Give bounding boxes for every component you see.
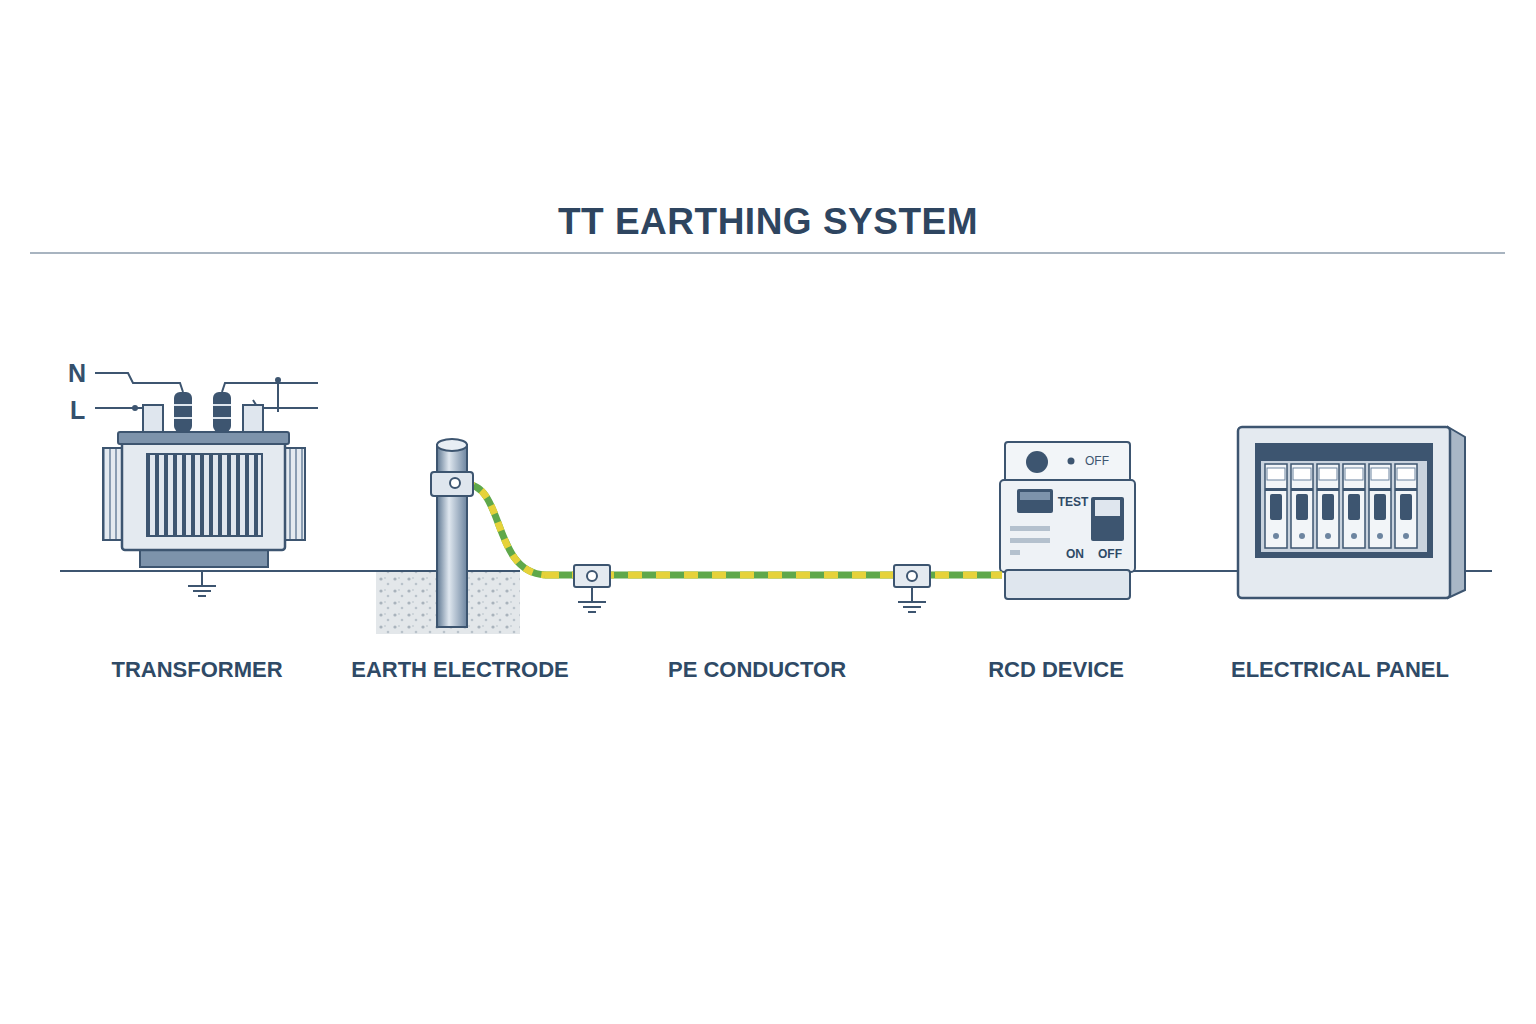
earth-electrode: EARTH ELECTRODE — [376, 440, 545, 635]
ground-line — [308, 571, 376, 572]
device-marking: OFF — [1098, 548, 1122, 560]
title: TT EARTHING SYSTEM — [0, 203, 1536, 240]
rcd-symbol — [1000, 442, 1135, 599]
cable-green — [935, 572, 1002, 579]
rcd-device: OFFTESTONOFFRCD DEVICE — [1002, 442, 1133, 599]
component-caption: ELECTRICAL PANEL — [1231, 659, 1449, 681]
pe-cable — [935, 575, 1002, 576]
device-marking: TEST — [1058, 496, 1089, 508]
ground-line-path — [1133, 570, 1238, 572]
pe-cable — [545, 575, 572, 576]
panel-symbol — [1238, 427, 1492, 598]
pe-conductor-symbol — [572, 565, 935, 612]
device-marking: ON — [1066, 548, 1084, 560]
component-caption: PE CONDUCTOR — [668, 659, 846, 681]
transformer: TRANSFORMER — [100, 390, 308, 570]
cable-yellow — [935, 572, 1002, 579]
transformer-symbol — [60, 373, 355, 596]
device-marking: OFF — [1085, 455, 1109, 467]
terminal-label: N — [68, 361, 86, 386]
cable-yellow — [545, 572, 572, 579]
ground-line — [1133, 571, 1238, 572]
component-caption: EARTH ELECTRODE — [351, 659, 569, 681]
component-caption: RCD DEVICE — [988, 659, 1124, 681]
cable-green — [545, 572, 572, 579]
ground-line-path — [308, 570, 376, 572]
terminal-label: L — [70, 398, 85, 423]
earth-electrode-symbol — [376, 439, 545, 634]
component-caption: TRANSFORMER — [111, 659, 282, 681]
electrical-panel: ELECTRICAL PANEL — [1238, 427, 1455, 598]
pe-conductor: PE CONDUCTOR — [572, 563, 935, 589]
